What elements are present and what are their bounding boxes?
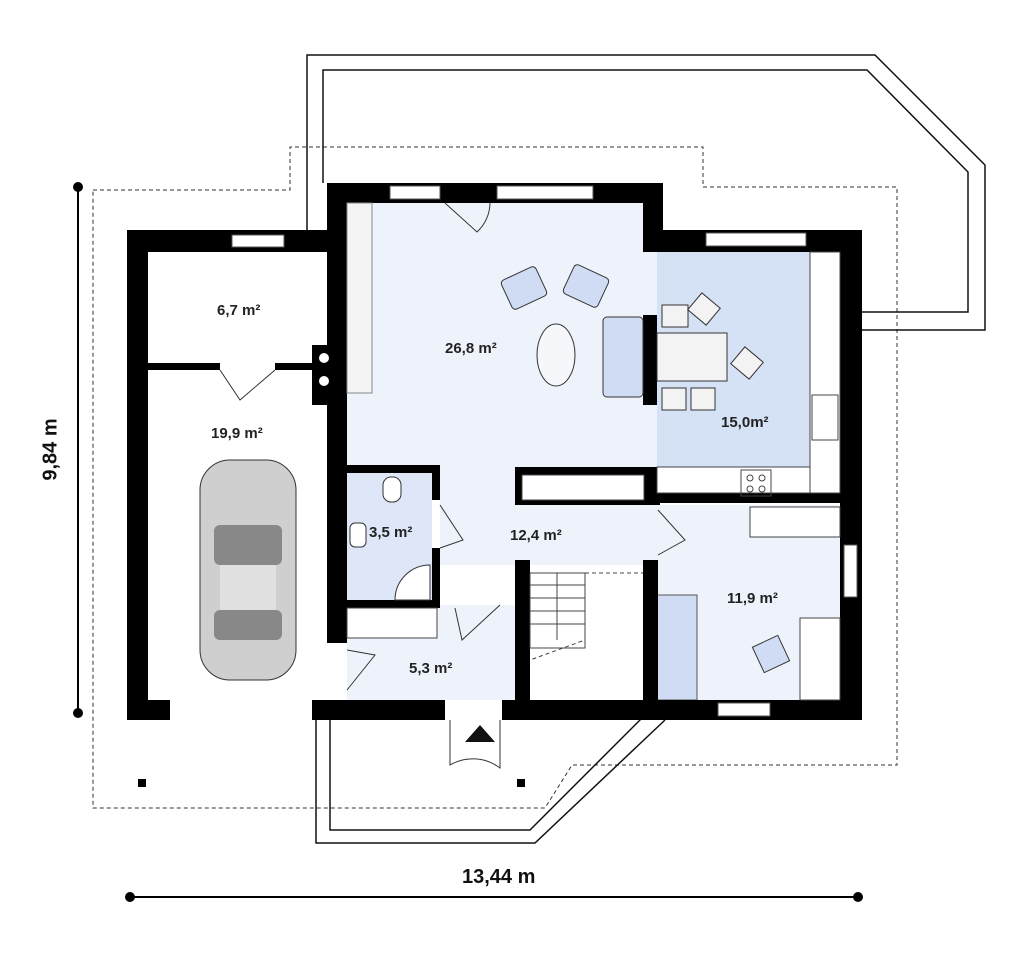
- window: [717, 702, 771, 717]
- boiler-icon: [319, 376, 329, 386]
- door: [439, 504, 464, 549]
- window: [231, 234, 285, 248]
- window: [496, 185, 594, 200]
- post: [517, 779, 525, 787]
- height-dimension-line: [73, 182, 83, 718]
- coffee-table: [536, 323, 576, 387]
- wardrobe-bed: [656, 594, 698, 701]
- entrance-arrow-icon: [465, 725, 495, 742]
- kitchen-counter: [809, 251, 841, 494]
- kitchen-counter: [656, 466, 811, 494]
- room-area-hall: 12,4 m²: [510, 527, 562, 544]
- dining-table: [656, 332, 728, 382]
- sofa: [602, 316, 644, 398]
- height-dimension-label: 9,84 m: [39, 418, 62, 481]
- washbasin-icon: [349, 522, 367, 548]
- rear-terrace: [306, 54, 986, 331]
- door: [219, 369, 276, 401]
- car-icon: [199, 459, 297, 681]
- window: [389, 185, 441, 200]
- armchair: [562, 264, 610, 308]
- room-area-bathroom: 3,5 m²: [369, 524, 413, 541]
- living-cabinet: [346, 202, 373, 394]
- door: [444, 202, 491, 233]
- window: [705, 232, 807, 247]
- width-dimension-line: [125, 892, 863, 902]
- roof-outline: [92, 146, 898, 809]
- room-area-bedroom: 11,9 m²: [727, 590, 778, 607]
- armchair: [500, 266, 548, 310]
- room-area-utility: 6,7 m²: [217, 302, 261, 319]
- shower-icon: [394, 564, 431, 601]
- wardrobe-bedroom: [749, 506, 841, 538]
- door: [454, 604, 501, 641]
- wardrobe-entrance: [346, 607, 438, 639]
- boiler-icon: [319, 353, 329, 363]
- post: [138, 779, 146, 787]
- window: [843, 544, 858, 598]
- staircase[interactable]: [529, 572, 643, 661]
- entrance-door: [449, 720, 501, 770]
- dining-chairs: [661, 292, 764, 411]
- room-area-dining-kitchen: 15,0m²: [721, 414, 769, 431]
- door: [657, 509, 686, 556]
- room-area-living: 26,8 m²: [445, 340, 497, 357]
- windows[interactable]: [231, 185, 858, 717]
- width-dimension-label: 13,44 m: [462, 866, 536, 888]
- front-terrace: [315, 711, 666, 844]
- office-chair: [751, 634, 791, 674]
- stove-icon: [740, 469, 772, 497]
- room-area-entrance: 5,3 m²: [409, 660, 453, 677]
- desk: [799, 617, 841, 701]
- room-area-garage: 19,9 m²: [211, 425, 263, 442]
- doors[interactable]: [219, 202, 686, 770]
- toilet-icon: [382, 476, 402, 503]
- wardrobe-hall: [521, 474, 645, 501]
- sink: [811, 394, 839, 441]
- door: [346, 649, 376, 691]
